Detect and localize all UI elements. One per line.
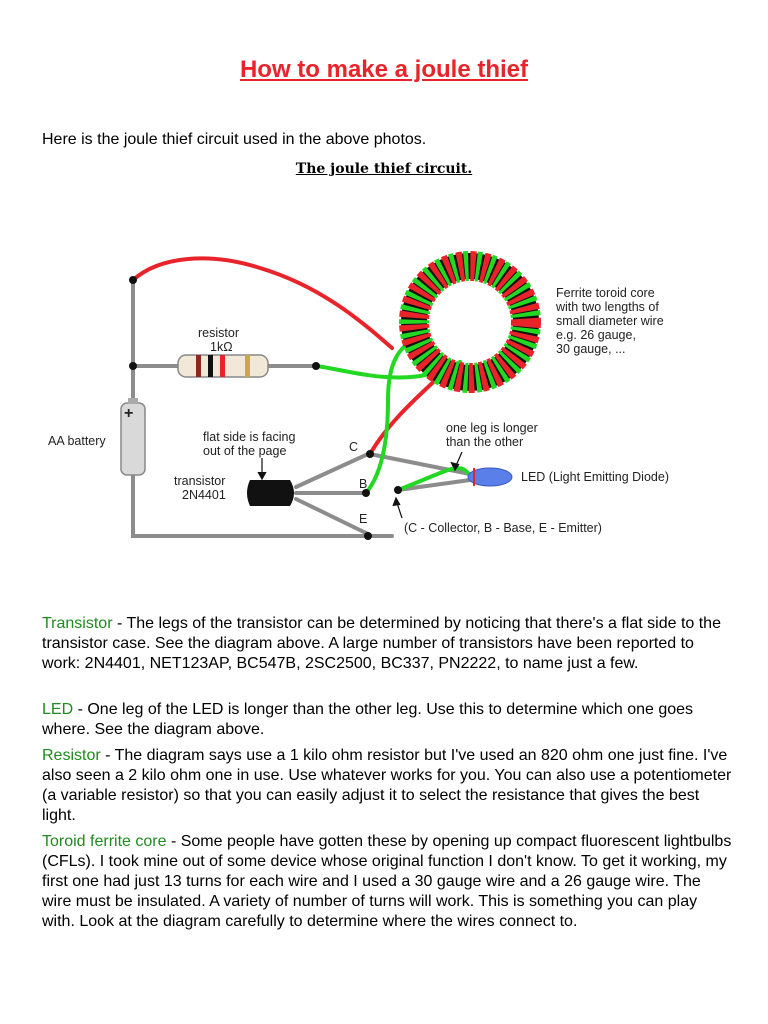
led-leg-label-1: one leg is longer: [446, 421, 538, 435]
toroid-label-2: with two lengths of: [555, 300, 659, 314]
pins-legend: (C - Collector, B - Base, E - Emitter): [404, 521, 602, 535]
transistor-2n4401: [247, 480, 294, 506]
paragraph-text: - One leg of the LED is longer than the …: [42, 701, 694, 738]
toroid-label-3: small diameter wire: [556, 314, 664, 328]
toroid-label-1: Ferrite toroid core: [556, 286, 655, 300]
paragraph-led: LED - One leg of the LED is longer than …: [42, 700, 732, 740]
joule-thief-circuit-diagram: Ferrite toroid core with two lengths of …: [48, 251, 669, 540]
pin-c-label: C: [349, 440, 358, 454]
term-transistor: Transistor: [42, 615, 113, 632]
term-toroid: Toroid ferrite core: [42, 833, 167, 850]
intro-text: Here is the joule thief circuit used in …: [42, 131, 427, 148]
led: [467, 467, 513, 487]
pin-b-label: B: [359, 477, 367, 491]
pointer-arrows: [257, 451, 463, 519]
resistor-label: resistor: [198, 326, 239, 340]
paragraph-toroid: Toroid ferrite core - Some people have g…: [42, 832, 732, 932]
paragraph-transistor: Transistor - The legs of the transistor …: [42, 614, 732, 674]
page-title: How to make a joule thief: [239, 56, 529, 83]
term-resistor: Resistor: [42, 747, 101, 764]
paragraph-text: - The diagram says use a 1 kilo ohm resi…: [42, 747, 732, 824]
resistor: [177, 354, 269, 378]
paragraph-text: - Some people have gotten these by openi…: [42, 833, 732, 930]
battery-plus-label: +: [124, 405, 133, 422]
diagram-caption: The joule thief circuit.: [295, 161, 473, 177]
aa-battery: [120, 398, 146, 476]
paragraph-resistor: Resistor - The diagram says use a 1 kilo…: [42, 746, 732, 826]
term-led: LED: [42, 701, 74, 718]
led-leg-label-2: than the other: [446, 435, 523, 449]
pin-e-label: E: [359, 512, 367, 526]
toroid-label-4: e.g. 26 gauge,: [556, 328, 636, 342]
led-label: LED (Light Emitting Diode): [521, 470, 669, 484]
battery-label: AA battery: [48, 434, 106, 448]
flat-side-label-1: flat side is facing: [203, 430, 295, 444]
flat-side-label-2: out of the page: [203, 444, 286, 458]
junction-dots: [129, 276, 402, 540]
transistor-model-label: 2N4401: [182, 488, 226, 502]
toroid-core: [399, 251, 541, 393]
transistor-label: transistor: [174, 474, 225, 488]
toroid-label-5: 30 gauge, ...: [556, 342, 626, 356]
resistor-value-label: 1kΩ: [210, 340, 233, 354]
paragraph-text: - The legs of the transistor can be dete…: [42, 615, 721, 672]
